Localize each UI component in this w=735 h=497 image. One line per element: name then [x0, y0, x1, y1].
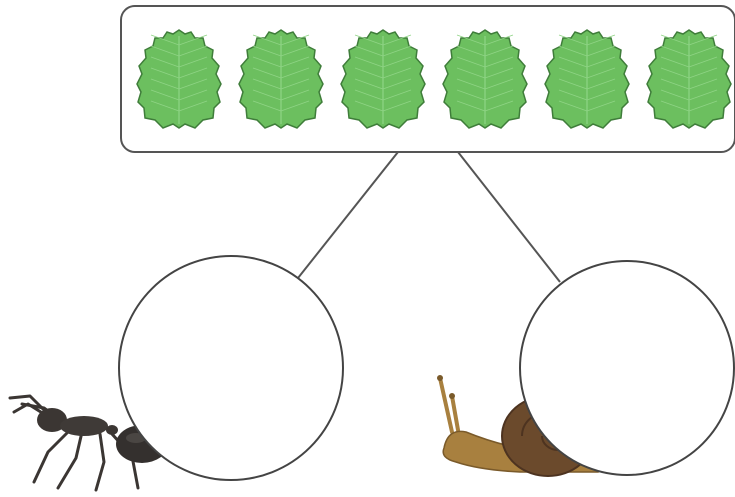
leaf-row — [136, 29, 732, 129]
connector-line-right — [457, 151, 561, 283]
leaf-icon — [544, 29, 630, 129]
leaf-icon — [646, 29, 732, 129]
leaf-icon — [238, 29, 324, 129]
leaf-icon — [442, 29, 528, 129]
answer-circle-right[interactable] — [519, 260, 735, 476]
connector-line-left — [297, 151, 399, 279]
leaf-icon — [136, 29, 222, 129]
answer-circle-left[interactable] — [118, 255, 344, 481]
leaf-icon — [340, 29, 426, 129]
